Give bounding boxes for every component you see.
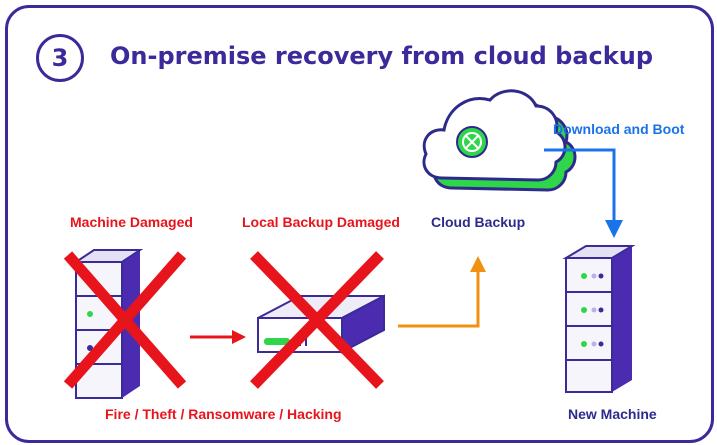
damage-propagation-arrow bbox=[190, 330, 246, 344]
damaged-machine-cross-icon bbox=[63, 251, 187, 389]
download-and-boot-arrow bbox=[544, 148, 623, 238]
local-backup-cross-icon bbox=[250, 251, 384, 389]
diagram-title: On-premise recovery from cloud backup bbox=[110, 42, 653, 70]
cloud-backup-label: Cloud Backup bbox=[431, 214, 526, 230]
fire-theft-ransomware-hacking-label: Fire / Theft / Ransomware / Hacking bbox=[105, 406, 342, 422]
cloud-backup-icon bbox=[422, 89, 577, 192]
machine-damaged-label: Machine Damaged bbox=[70, 214, 193, 230]
local-backup-damaged-label: Local Backup Damaged bbox=[242, 214, 400, 230]
new-machine-server-icon bbox=[562, 245, 636, 393]
step-number-badge: 3 bbox=[36, 34, 84, 82]
upload-to-cloud-arrow bbox=[398, 256, 486, 328]
download-and-boot-label: Download and Boot bbox=[553, 121, 685, 137]
new-machine-label: New Machine bbox=[568, 406, 657, 422]
